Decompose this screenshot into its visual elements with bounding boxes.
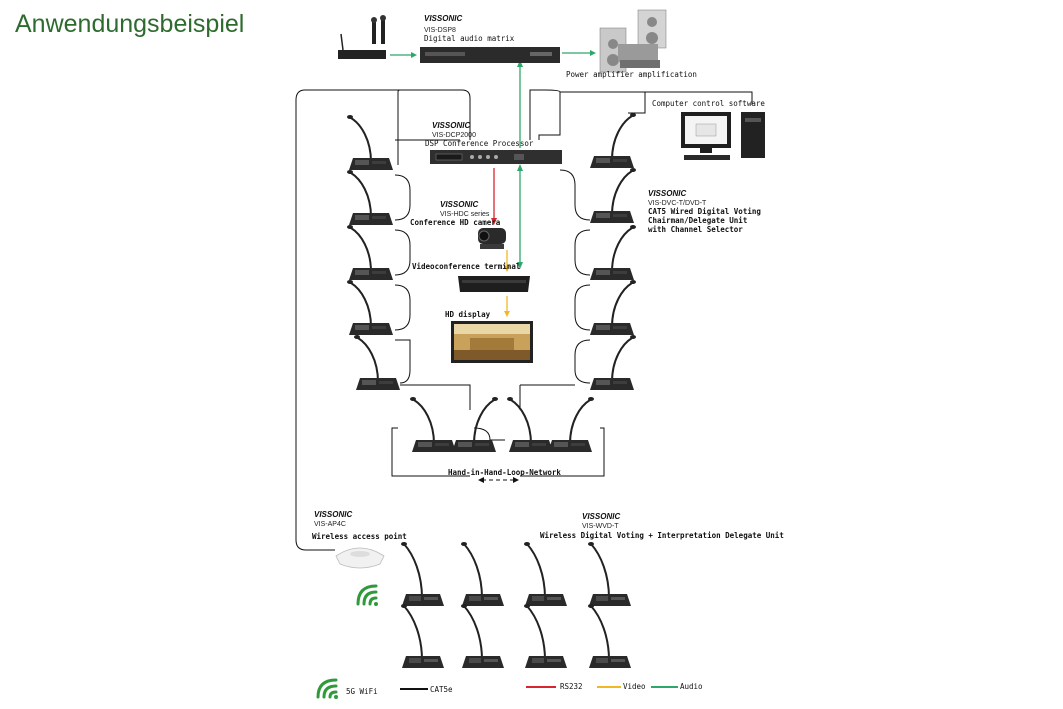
delegate-unit: [409, 396, 457, 453]
dvc-desc-line-3: with Channel Selector: [648, 225, 743, 234]
audio-links: [390, 52, 592, 265]
wireless-delegate-unit: [460, 541, 505, 607]
wireless-delegate-unit: [587, 541, 632, 607]
ap-model: VIS-AP4C: [314, 521, 346, 528]
loop-dashed-link: [478, 477, 519, 483]
dvc-desc-line-1: CAT5 Wired Digital Voting: [648, 207, 761, 216]
display-desc: HD display: [445, 310, 491, 319]
dvc-brand: VISSONIC: [648, 189, 686, 198]
delegate-unit: [346, 169, 394, 226]
delegate-unit: [346, 224, 394, 281]
delegate-unit: [589, 167, 637, 224]
delegate-unit: [353, 334, 401, 391]
wireless-units: [400, 541, 632, 669]
cat5e-cables: [295, 89, 753, 551]
delegate-unit: [589, 279, 637, 336]
hd-display: HD display: [445, 310, 533, 363]
delegate-unit: [589, 334, 637, 391]
wvd-model: VIS-WVD-T: [582, 523, 619, 530]
videoconference-terminal: Videoconference terminal: [412, 262, 530, 292]
legend: 5G WiFi CAT5e RS232 Video Audio: [316, 678, 703, 699]
legend-video-label: Video: [623, 682, 646, 691]
loop-units: Hand-in-Hand-Loop-Network: [409, 396, 595, 477]
legend-cat5e-label: CAT5e: [430, 685, 453, 694]
conference-processor: VISSONIC VIS-DCP2000 DSP Conference Proc…: [425, 121, 562, 164]
wireless-access-point: VISSONIC VIS-AP4C Wireless access point: [312, 510, 407, 569]
wireless-delegate-unit: [523, 541, 568, 607]
ap-brand: VISSONIC: [314, 510, 352, 519]
delegate-unit: [346, 114, 394, 171]
dcp-model: VIS-DCP2000: [432, 132, 476, 139]
hd-camera: VISSONIC VIS-HDC series Conference HD ca…: [410, 200, 506, 249]
delegate-unit: [451, 396, 499, 453]
control-computer: Computer control software: [652, 99, 765, 160]
dcp-desc: DSP Conference Processor: [425, 139, 534, 148]
wireless-delegate-unit: [523, 603, 568, 669]
wireless-delegate-unit: [460, 603, 505, 669]
dcp-brand: VISSONIC: [432, 121, 470, 130]
vct-desc: Videoconference terminal: [412, 262, 520, 271]
loop-desc: Hand-in-Hand-Loop-Network: [448, 468, 561, 477]
legend-audio-label: Audio: [680, 682, 703, 691]
delegate-unit: [589, 112, 637, 169]
delegate-unit: [506, 396, 554, 453]
wvd-brand: VISSONIC: [582, 512, 620, 521]
dsp-desc: Digital audio matrix: [424, 34, 515, 43]
power-amplifier: Power amplifier amplification: [566, 9, 697, 79]
legend-rs232-label: RS232: [560, 682, 583, 691]
page-title: Anwendungsbeispiel: [15, 10, 245, 38]
wireless-delegate-unit: [400, 541, 445, 607]
wifi-icon: [356, 584, 378, 606]
wired-units-right: [589, 112, 637, 391]
dsp-brand: VISSONIC: [424, 14, 462, 23]
delegate-unit: [547, 396, 595, 453]
legend-wifi-label: 5G WiFi: [346, 687, 378, 696]
delegate-unit: [589, 224, 637, 281]
wireless-delegate-unit: [587, 603, 632, 669]
dvc-model: VIS-DVC-T/DVD-T: [648, 200, 707, 207]
wired-units-left: [346, 114, 401, 391]
amp-desc: Power amplifier amplification: [566, 70, 697, 79]
delegate-unit: [346, 279, 394, 336]
wvd-label: VISSONIC VIS-WVD-T Wireless Digital Voti…: [540, 512, 784, 540]
ap-desc: Wireless access point: [312, 532, 407, 541]
wireless-microphone-receiver: [338, 15, 386, 59]
dsp-model: VIS-DSP8: [424, 27, 456, 34]
wireless-delegate-unit: [400, 603, 445, 669]
wvd-desc: Wireless Digital Voting + Interpretation…: [540, 531, 784, 540]
camera-model: VIS-HDC series: [440, 211, 490, 218]
dvc-desc-line-2: Chairman/Delegate Unit: [648, 216, 747, 225]
pc-desc: Computer control software: [652, 99, 765, 108]
camera-brand: VISSONIC: [440, 200, 478, 209]
camera-desc: Conference HD camera: [410, 218, 501, 227]
wifi-legend-icon: [316, 678, 338, 699]
dvc-label: VISSONIC VIS-DVC-T/DVD-T CAT5 Wired Digi…: [648, 189, 761, 234]
dsp-matrix: VISSONIC VIS-DSP8 Digital audio matrix: [420, 14, 560, 63]
